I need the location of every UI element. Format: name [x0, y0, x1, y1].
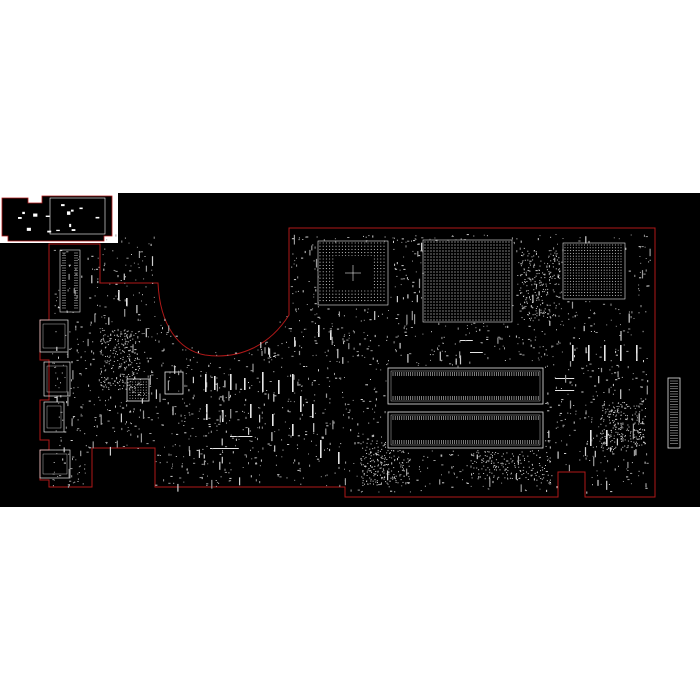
bga-gpu[interactable]	[562, 242, 626, 300]
dimm-slot-1[interactable]	[387, 367, 544, 405]
dimm-slot-2[interactable]	[387, 411, 544, 449]
ic-left[interactable]	[126, 378, 150, 402]
bga-pch[interactable]	[422, 239, 513, 323]
pads-group	[52, 234, 651, 494]
io-ports-left[interactable]	[39, 319, 71, 479]
bga-cpu[interactable]	[317, 240, 389, 306]
passive-components	[118, 290, 638, 464]
connector-board-parts	[18, 197, 106, 235]
ic-center[interactable]	[164, 371, 184, 395]
connector-right[interactable]	[667, 377, 681, 449]
board-layer	[0, 193, 681, 498]
components-group	[18, 197, 681, 479]
